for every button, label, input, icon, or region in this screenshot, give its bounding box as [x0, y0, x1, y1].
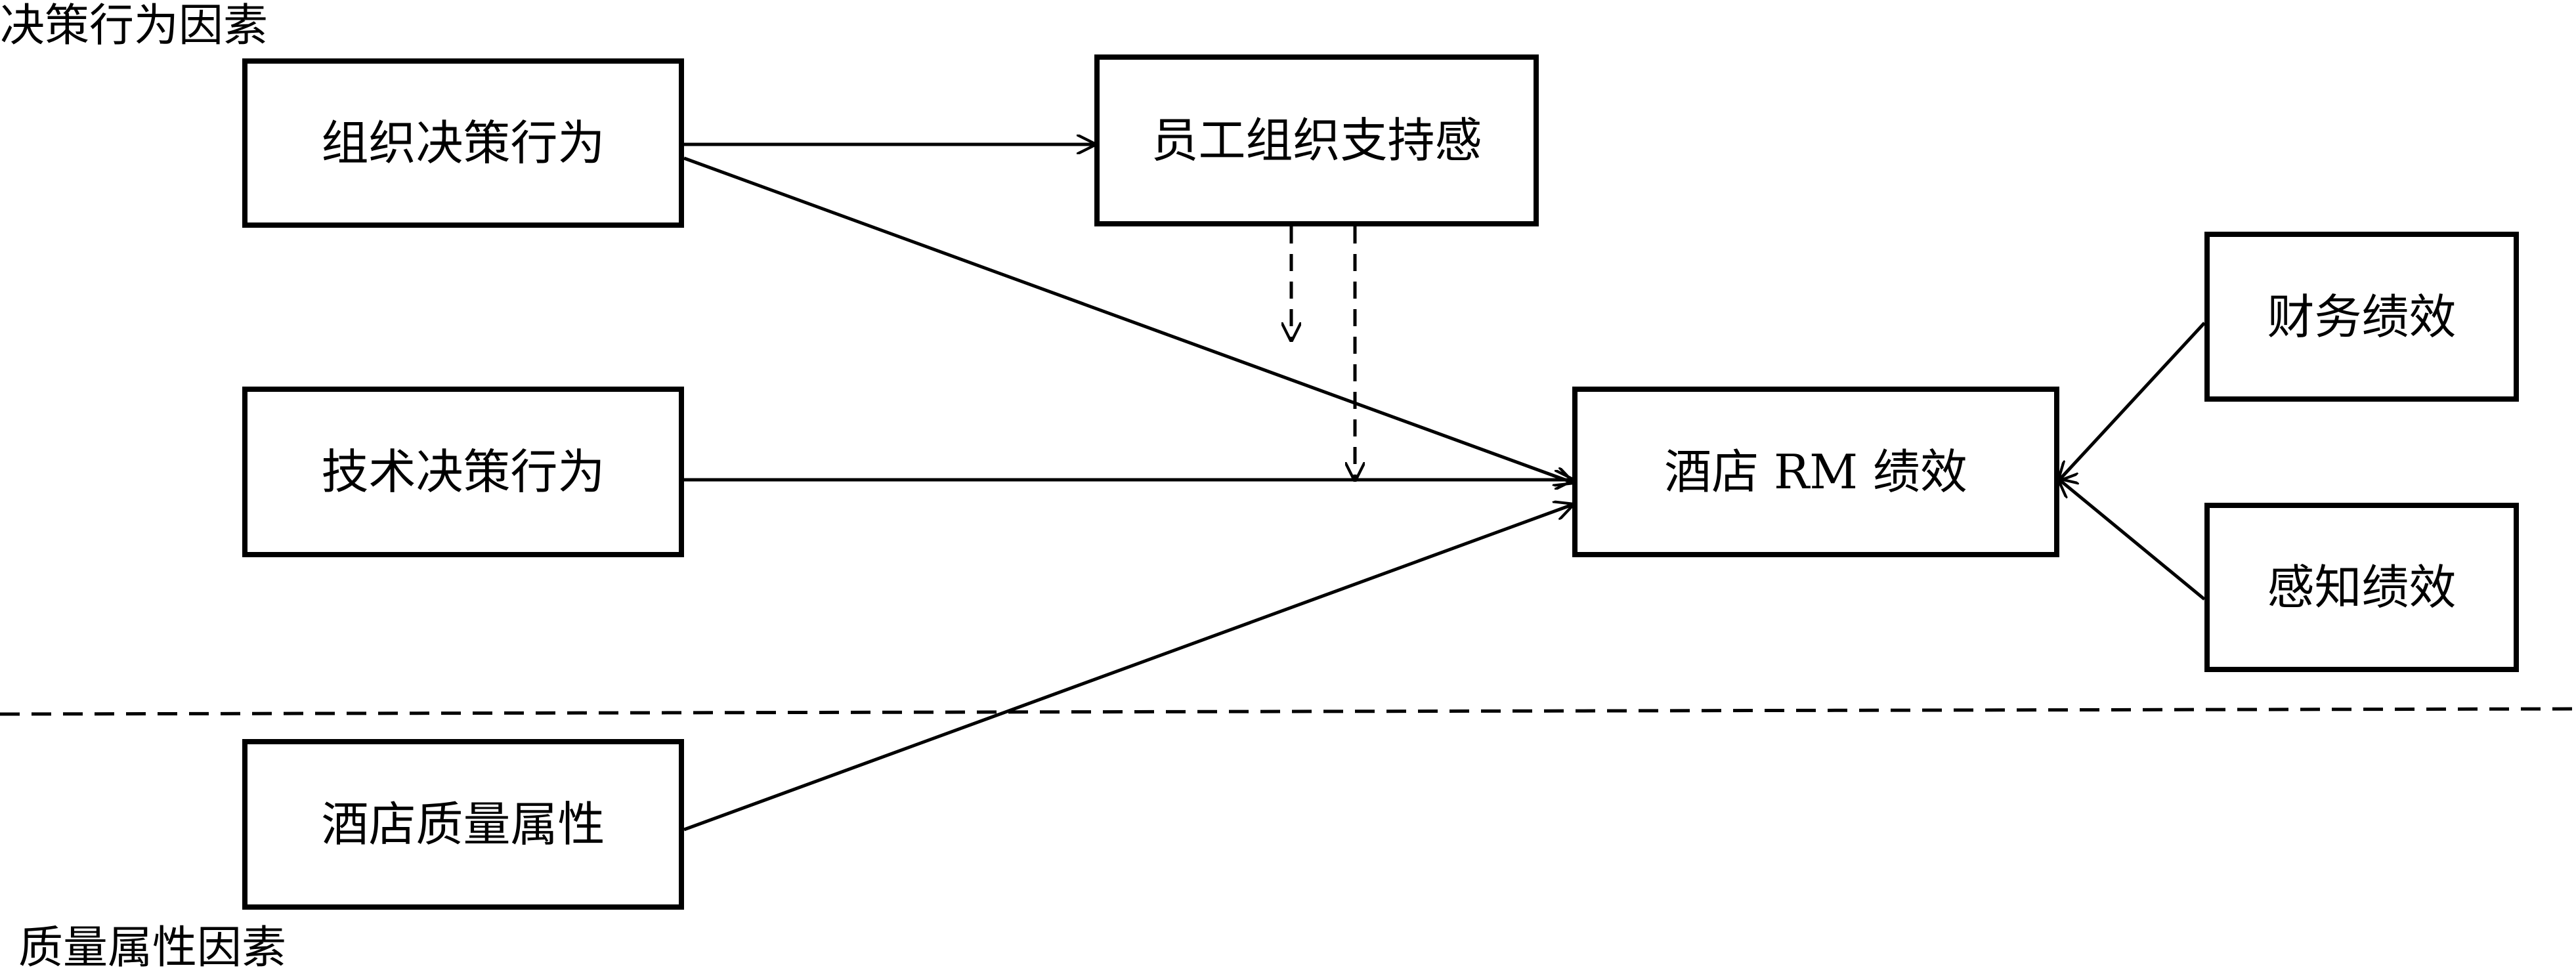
hotel-quality-label: 酒店质量属性: [321, 797, 605, 852]
decision-factors-label: 决策行为因素: [0, 0, 268, 52]
hotel-quality-node: 酒店质量属性: [242, 739, 684, 910]
edge-org-to-rm: [683, 156, 1572, 482]
hotel-rm-node: 酒店 RM 绩效: [1572, 387, 2059, 557]
employee-support-node: 员工组织支持感: [1094, 54, 1539, 226]
tech-decision-label: 技术决策行为: [321, 444, 605, 499]
financial-node: 财务绩效: [2204, 232, 2519, 402]
perceived-label: 感知绩效: [2267, 560, 2457, 615]
tech-decision-node: 技术决策行为: [242, 387, 684, 557]
edge-financial-to-rm: [2059, 322, 2206, 480]
org-decision-node: 组织决策行为: [242, 58, 684, 228]
hotel-rm-label: 酒店 RM 绩效: [1664, 444, 1967, 499]
section-divider: [0, 707, 2576, 716]
edge-quality-to-rm: [683, 505, 1572, 832]
financial-label: 财务绩效: [2267, 289, 2457, 345]
perceived-node: 感知绩效: [2204, 503, 2519, 672]
edge-perceived-to-rm: [2059, 480, 2206, 601]
quality-factors-label: 质量属性因素: [18, 922, 287, 974]
employee-support-label: 员工组织支持感: [1151, 113, 1482, 168]
org-decision-label: 组织决策行为: [321, 116, 605, 171]
